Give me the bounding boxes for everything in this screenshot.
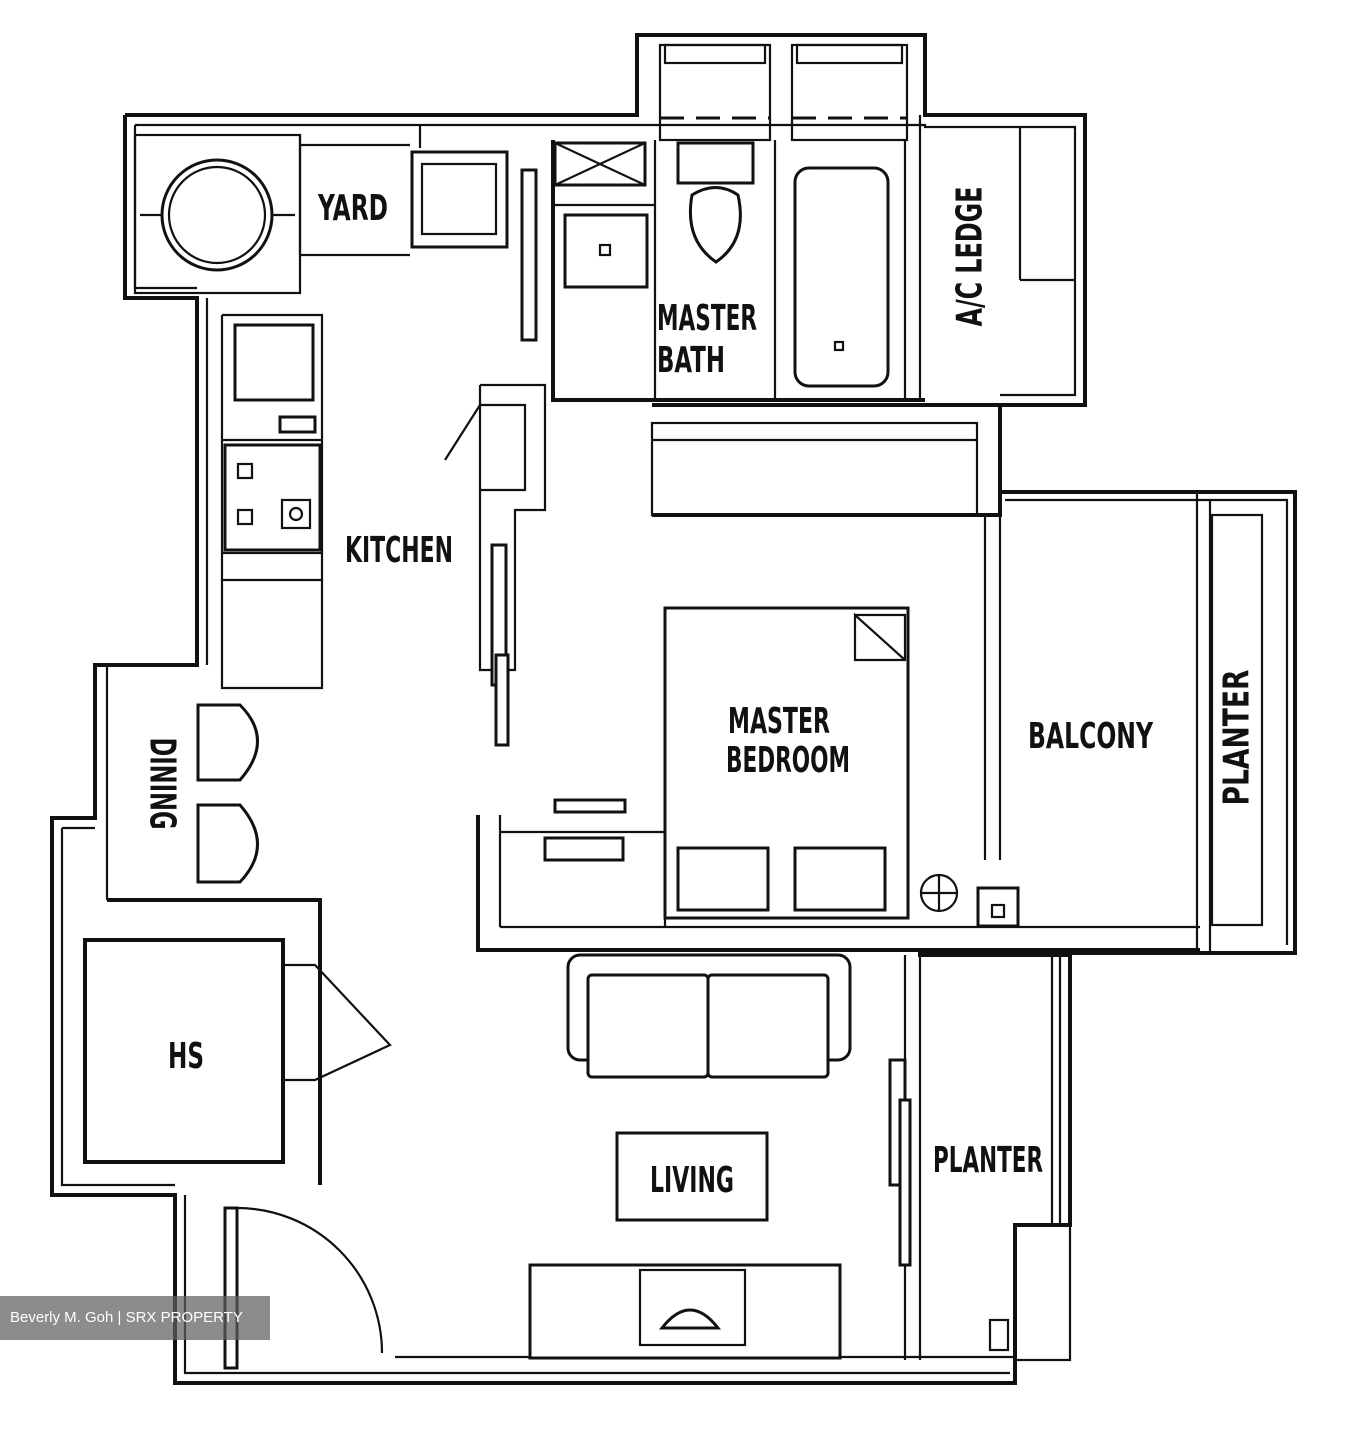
balcony-planter-label: PLANTER: [1217, 670, 1258, 806]
yard-sink-icon: [410, 150, 509, 249]
hob-icon: [223, 443, 322, 552]
living-label: LIVING: [650, 1160, 734, 1201]
hs-label: HS: [168, 1036, 204, 1077]
fridge-icon: [233, 323, 315, 402]
master-bath-label-line2: BATH: [657, 340, 725, 381]
master-bath-label-line1: MASTER: [657, 298, 757, 339]
toilet-icon: [688, 186, 742, 264]
yard-label: YARD: [317, 188, 388, 229]
ac-ledge-label: A/C LEDGE: [950, 187, 991, 327]
balcony-label: BALCONY: [1028, 716, 1154, 757]
kitchen-label: KITCHEN: [345, 530, 453, 571]
living-planter-label: PLANTER: [933, 1140, 1043, 1181]
interior-walls: [83, 43, 1264, 1362]
dining-chair-icon: [196, 703, 259, 782]
bathtub-icon: [793, 166, 890, 388]
dining-label: DINING: [142, 738, 183, 830]
watermark: Beverly M. Goh | SRX PROPERTY: [0, 1296, 270, 1340]
room-labels: YARD MASTER BATH A/C LEDGE KITCHEN MASTE…: [142, 187, 1258, 1202]
dining-chair-icon: [196, 803, 259, 884]
fixtures: [140, 141, 1020, 1370]
washing-machine-icon: [160, 158, 274, 272]
master-bedroom-label-line1: MASTER: [728, 701, 830, 742]
master-bedroom-label-line2: BEDROOM: [726, 740, 850, 781]
outer-walls: [50, 33, 1297, 1385]
basin-icon: [563, 213, 649, 289]
